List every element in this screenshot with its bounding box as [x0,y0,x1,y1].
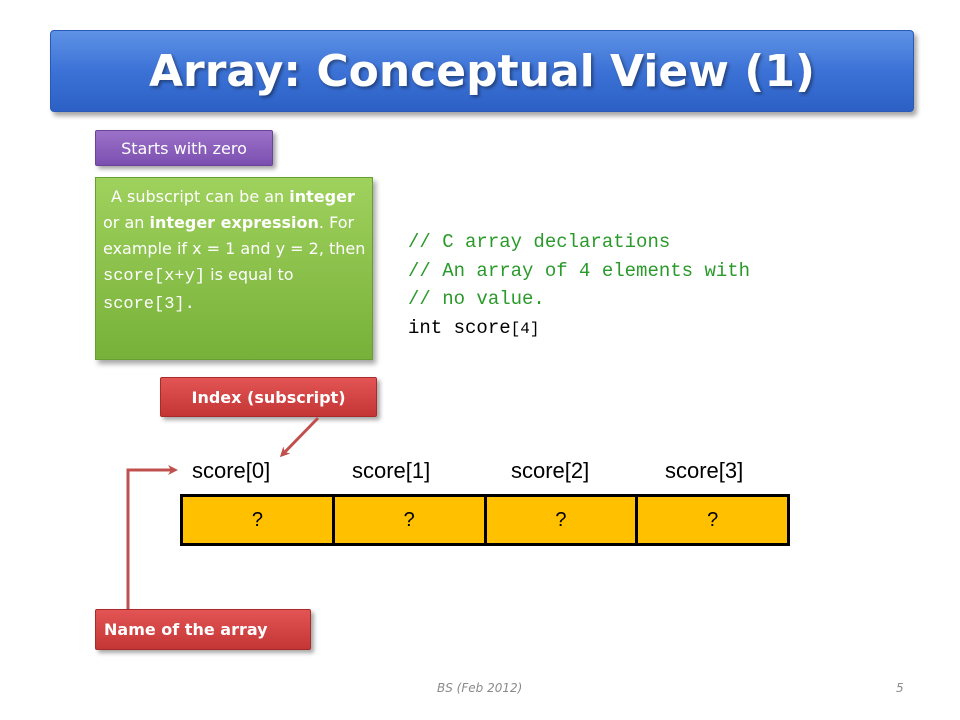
footer-text: BS (Feb 2012) [437,681,523,695]
array-index-label-3: score[3] [665,458,744,483]
page-number: 5 [896,681,904,695]
array-index-label-0: score[0] [192,458,271,483]
note-period: . [184,295,195,314]
code-line-1: // C array declarations [408,231,671,253]
note-text-4: is equal to [205,265,294,284]
note-bold-integer-expression: integer expression [149,213,319,232]
array-cell-3: ? [707,508,719,531]
array-diagram: ? ? ? ? [180,494,790,546]
code-line-2: // An array of 4 elements with [408,259,751,282]
starts-with-zero-label: Starts with zero [121,138,247,158]
array-index-label-1: score[1] [352,458,431,483]
index-arrow [279,416,320,458]
subscript-note-box: A subscript can be an integer or an inte… [95,177,373,360]
array-cell-2: ? [487,497,639,543]
name-of-array-tag: Name of the array [95,609,311,650]
note-code-score-x-plus-y: score[x+y] [103,267,206,286]
code-line-4-index: [4] [510,319,540,338]
name-of-array-label: Name of the array [104,620,268,639]
index-subscript-tag: Index (subscript) [160,377,377,417]
name-arrow [126,465,178,612]
note-text-1: A subscript can be an [111,187,290,206]
note-code-score-3: score[3] [103,295,185,314]
slide-title-bar: Array: Conceptual View (1) [50,30,914,112]
slide-title: Array: Conceptual View (1) [148,45,816,97]
code-line-4-keyword: int score [408,316,511,339]
note-text-3: . For example if x = 1 and y = 2, then [103,213,366,258]
array-index-label-2: score[2] [511,458,590,483]
array-cell-0: ? [183,497,335,543]
array-cell-1: ? [335,497,487,543]
code-block: // C array declarations // An array of 4… [408,228,750,343]
code-line-3: // no value. [408,288,545,310]
note-bold-integer: integer [289,187,355,206]
note-text-2: or an [103,213,150,232]
starts-with-zero-tag: Starts with zero [95,130,273,166]
index-subscript-label: Index (subscript) [191,387,346,407]
